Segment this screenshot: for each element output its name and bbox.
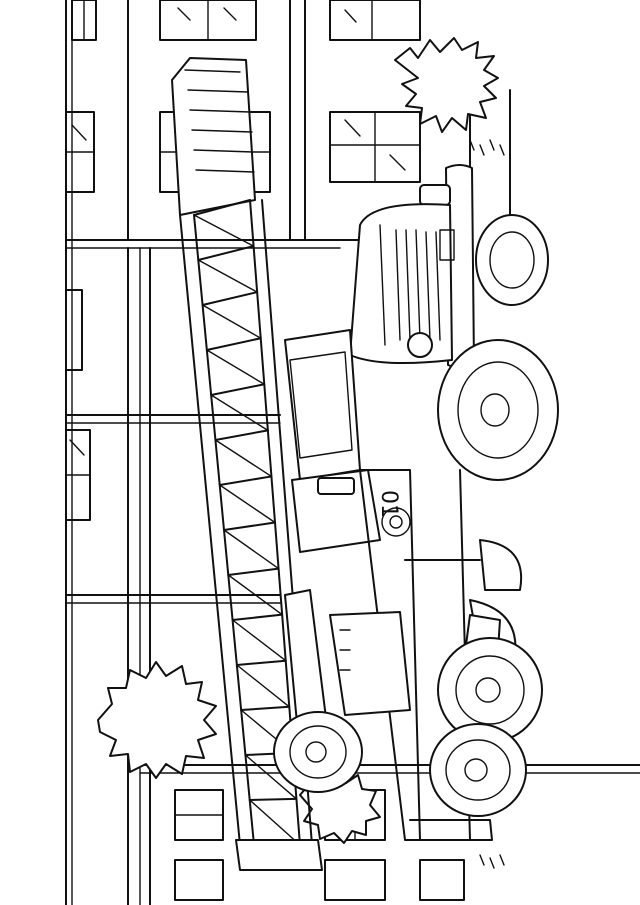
ladder-rung: [235, 659, 287, 666]
ladder-rung: [240, 705, 291, 711]
ground-marks: [469, 139, 505, 869]
window: [329, 111, 421, 183]
headlight: [407, 332, 433, 358]
engine-hood: [349, 203, 453, 365]
window: [419, 859, 465, 901]
mirror: [317, 477, 355, 495]
equipment-box: [329, 611, 411, 716]
ladder-truss: [214, 439, 273, 478]
ladder-rung: [227, 567, 280, 576]
ladder-rung: [218, 475, 273, 486]
ladder-rung: [205, 337, 262, 351]
ladder-truss: [244, 754, 298, 800]
cab-door: [291, 469, 381, 553]
bush-top-right: [394, 37, 499, 133]
ladder-truss: [223, 529, 280, 570]
front-wheel: [437, 339, 559, 481]
aerial-ladder: [171, 57, 323, 871]
left-wheel: [273, 711, 363, 793]
window: [329, 0, 421, 41]
ladder-rung: [193, 199, 251, 216]
window: [65, 289, 83, 371]
ladder-truss: [210, 394, 269, 432]
ladder-rung: [197, 245, 255, 261]
ladder-truss: [249, 799, 301, 846]
ladder-rung: [223, 521, 276, 531]
window: [65, 429, 91, 521]
door-number: 01: [376, 490, 401, 518]
ladder-truss: [219, 484, 276, 524]
window: [65, 111, 95, 193]
ladder-rung: [248, 797, 298, 801]
window: [71, 0, 97, 41]
ladder-truss: [236, 664, 290, 708]
ladder-truss: [206, 349, 265, 385]
ladder-truss: [197, 259, 258, 293]
window: [174, 789, 224, 841]
ladder-rung: [231, 613, 284, 621]
rear-wheel-2: [429, 723, 527, 817]
ladder-truss: [201, 304, 262, 339]
ladder-rung: [201, 291, 259, 306]
window: [159, 0, 257, 41]
wheels: [273, 214, 559, 817]
door-emblem: [381, 507, 411, 537]
ladder-rung: [214, 429, 269, 441]
ladder-truss: [231, 619, 287, 662]
ladder-truss: [193, 214, 255, 247]
ladder-rung: [210, 383, 266, 396]
front-wheel-far: [475, 214, 549, 306]
bush-bottom-left: [97, 661, 217, 779]
window: [324, 859, 386, 901]
ladder-truss: [227, 574, 283, 616]
window: [174, 859, 224, 901]
